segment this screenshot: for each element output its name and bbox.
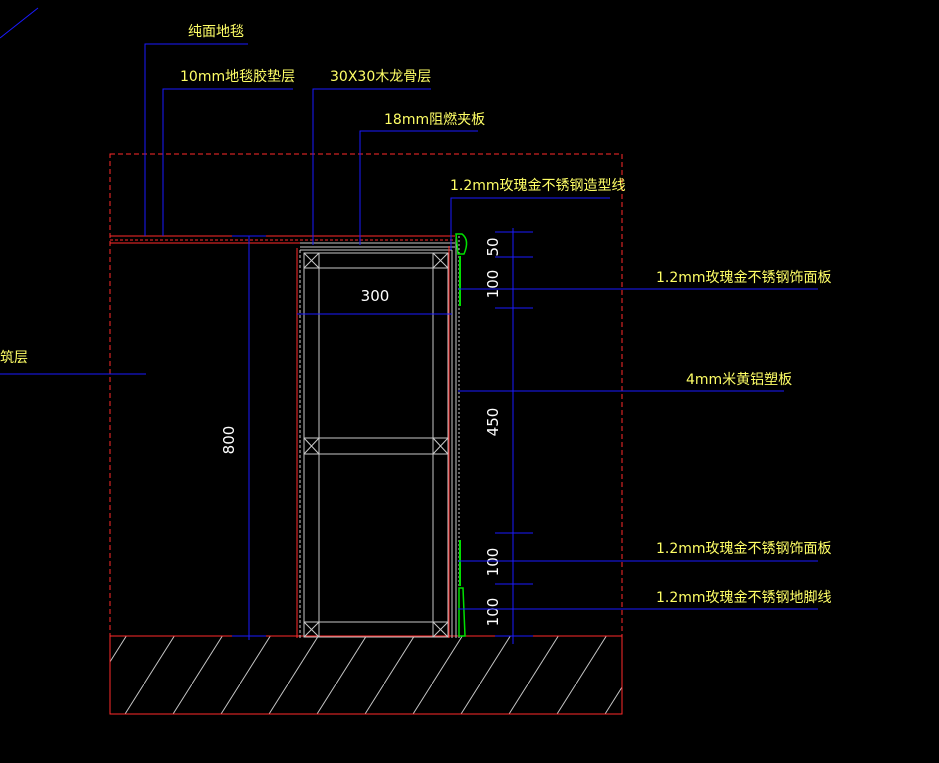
dimension-label-100-bottom: 100 [484,598,502,627]
leader-lines [0,43,818,610]
dimension-label-300: 300 [361,287,390,305]
label-carpet: 纯面地毯 [188,24,244,40]
dimension-label-100-mid: 100 [484,548,502,577]
floor-slab [109,635,623,715]
label-plywood: 18mm阻燃夹板 [384,111,485,128]
boundary-dashed [109,153,623,637]
label-panel-bottom: 1.2mm玫瑰金不锈钢饰面板 [656,541,832,557]
label-skirting: 1.2mm玫瑰金不锈钢地脚线 [656,590,832,606]
dimension-label-100-top: 100 [484,270,502,299]
label-keel: 30X30木龙骨层 [330,69,431,85]
label-alu-panel: 4mm米黄铝塑板 [686,371,792,388]
dimension-label-50: 50 [484,237,502,256]
label-panel-top: 1.2mm玫瑰金不锈钢饰面板 [656,270,832,286]
stainless-trim [455,233,468,637]
dimension-label-450: 450 [484,408,502,437]
label-trim: 1.2mm玫瑰金不锈钢造型线 [450,178,626,194]
label-structure: 建筑层 [0,350,28,366]
dimension-chain-right: 50 100 450 100 100 [484,228,533,644]
dimension-800: 800 [220,235,266,640]
step-outline [296,236,460,638]
label-underlay: 10mm地毯胶垫层 [180,68,295,85]
dimension-label-800: 800 [220,426,238,455]
grid-line [0,7,39,39]
dimension-300: 300 [297,287,452,315]
wood-keel-frame [303,252,449,638]
carpet-layers [110,235,455,248]
